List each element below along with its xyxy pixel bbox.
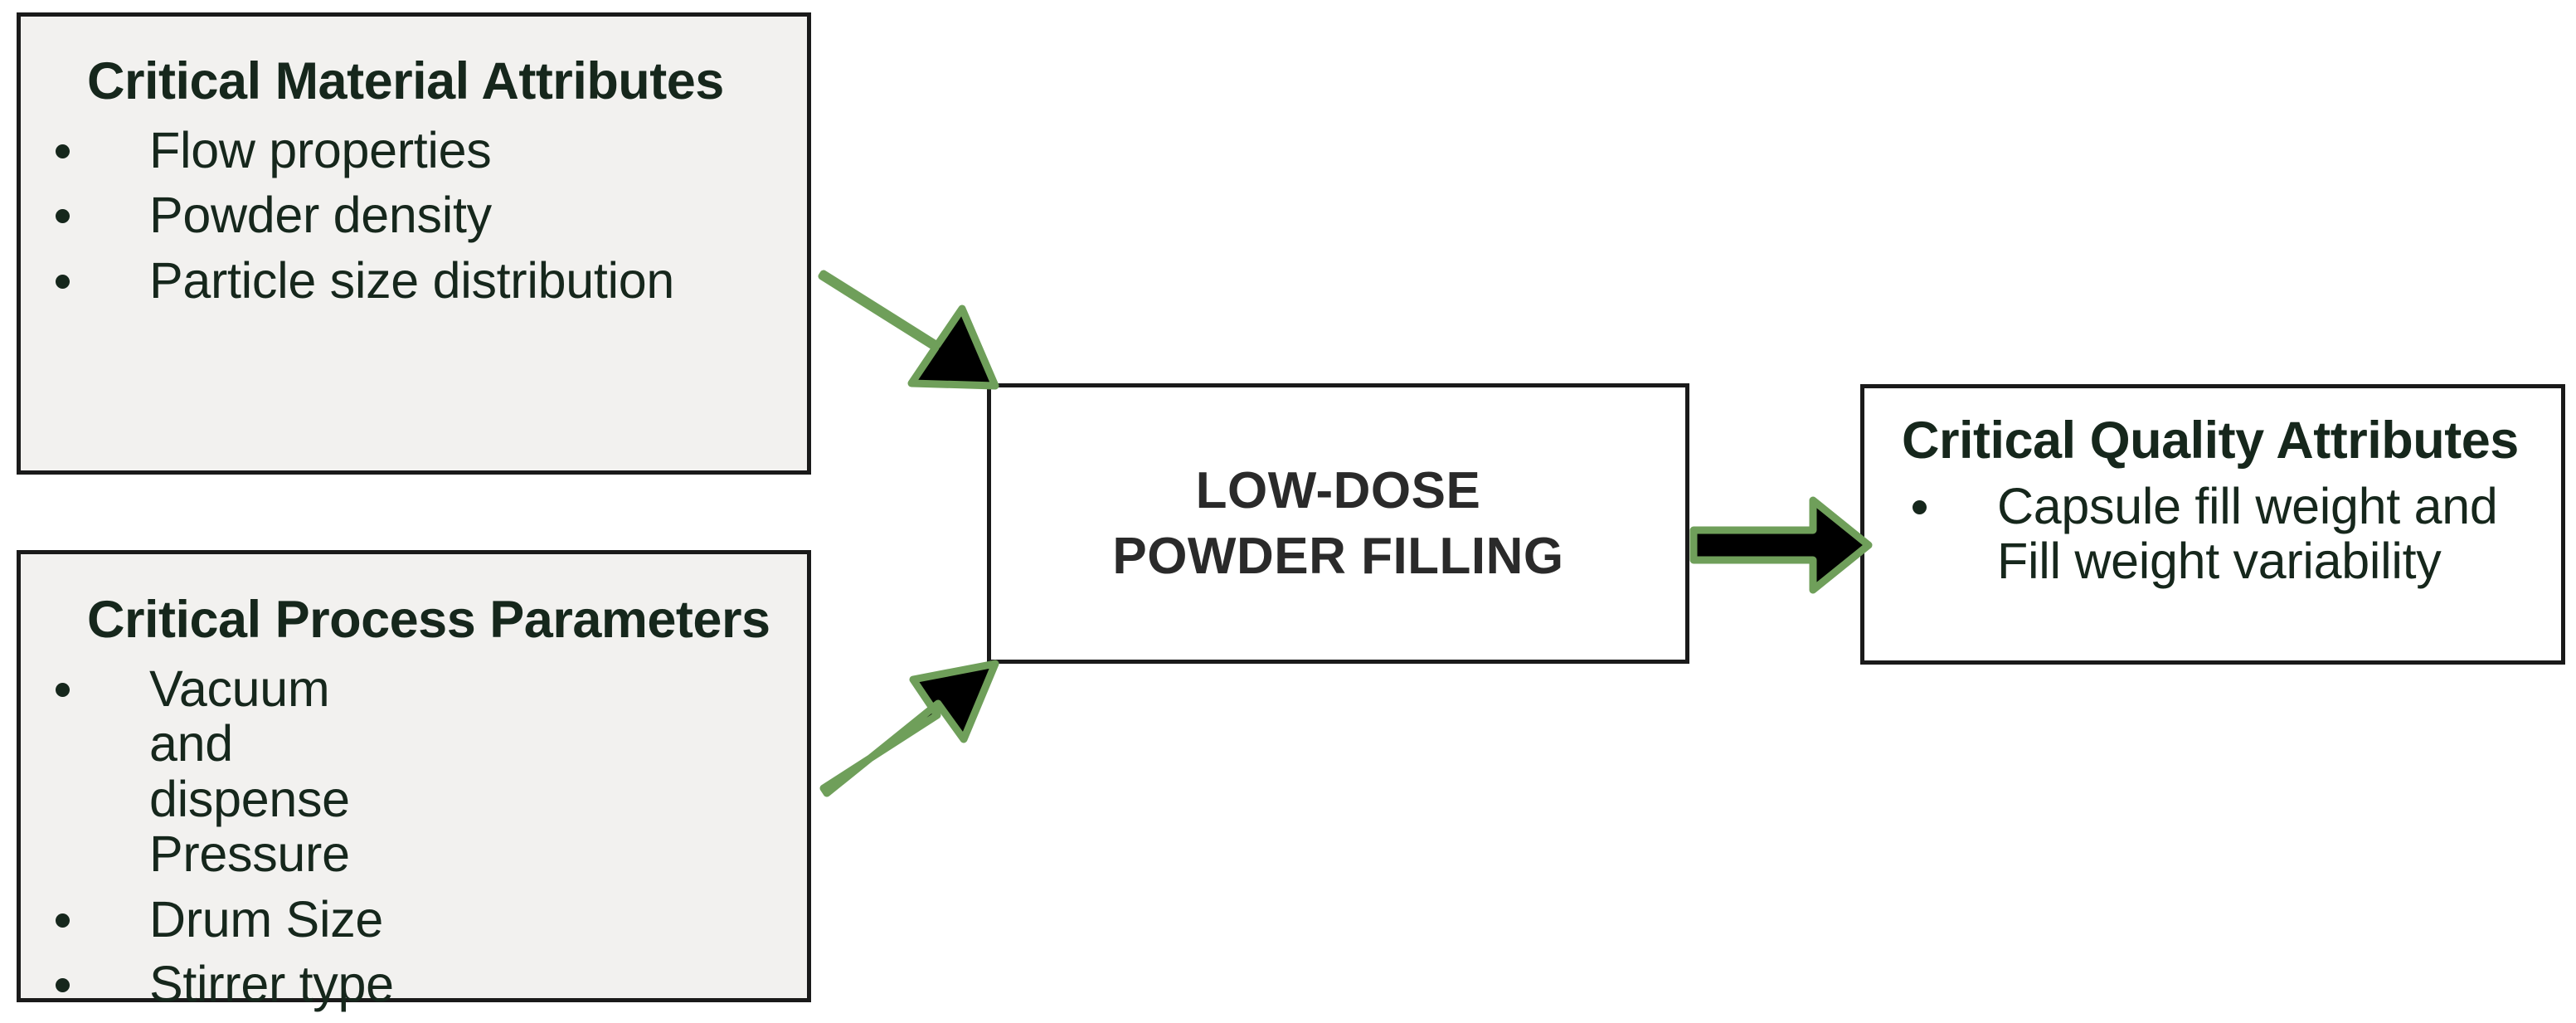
bullet-list-critical-process-parameters: Vacuum and dispense Pressure Drum Size S… bbox=[21, 661, 807, 1012]
bullet-dot-icon bbox=[1913, 499, 1927, 514]
list-item: Vacuum and dispense Pressure bbox=[21, 661, 807, 882]
process-title-line1: LOW-DOSE bbox=[1195, 461, 1481, 519]
bullet-dot-icon bbox=[56, 144, 70, 158]
node-critical-process-parameters[interactable]: Critical Process Parameters Vacuum and d… bbox=[17, 550, 811, 1012]
list-item: Particle size distribution bbox=[21, 253, 807, 308]
node-title-critical-quality-attributes: Critical Quality Attributes bbox=[1902, 412, 2519, 470]
list-item-label: Stirrer type bbox=[149, 956, 394, 1013]
arrow-cpp-to-process-icon bbox=[819, 660, 999, 797]
bullet-list-critical-material-attributes: Flow properties Powder density Particle … bbox=[21, 123, 807, 308]
list-item-label: Drum Size bbox=[149, 890, 384, 947]
node-low-dose-powder-filling[interactable]: LOW-DOSE POWDER FILLING bbox=[987, 383, 1689, 664]
arrow-cma-to-process-icon bbox=[818, 270, 999, 390]
list-item: Capsule fill weight and Fill weight vari… bbox=[1881, 479, 2561, 589]
node-critical-quality-attributes[interactable]: Critical Quality Attributes Capsule fill… bbox=[1860, 384, 2565, 665]
list-item-label: Flow properties bbox=[149, 122, 492, 178]
bullet-dot-icon bbox=[56, 978, 70, 993]
list-item-label: Powder density bbox=[149, 187, 492, 244]
node-title-critical-process-parameters: Critical Process Parameters bbox=[87, 591, 770, 649]
bullet-dot-icon bbox=[56, 913, 70, 928]
bullet-dot-icon bbox=[56, 209, 70, 224]
process-title-line2: POWDER FILLING bbox=[1112, 528, 1564, 585]
list-item-label: Capsule fill weight and Fill weight vari… bbox=[1997, 478, 2498, 590]
list-item: Flow properties bbox=[21, 123, 807, 178]
bullet-dot-icon bbox=[56, 274, 70, 289]
list-item: Stirrer type bbox=[21, 956, 807, 1013]
bullet-list-critical-quality-attributes: Capsule fill weight and Fill weight vari… bbox=[1881, 479, 2561, 589]
list-item-label: Particle size distribution bbox=[149, 251, 674, 309]
list-item: Drum Size bbox=[21, 892, 807, 947]
node-title-critical-material-attributes: Critical Material Attributes bbox=[87, 52, 724, 110]
process-title: LOW-DOSE POWDER FILLING bbox=[1112, 458, 1563, 590]
bullet-dot-icon bbox=[56, 682, 70, 697]
list-item: Powder density bbox=[21, 187, 807, 244]
node-critical-material-attributes[interactable]: Critical Material Attributes Flow proper… bbox=[17, 12, 811, 475]
list-item-label: Vacuum and dispense Pressure bbox=[149, 660, 350, 883]
arrow-process-to-cqa-icon bbox=[1689, 496, 1873, 594]
